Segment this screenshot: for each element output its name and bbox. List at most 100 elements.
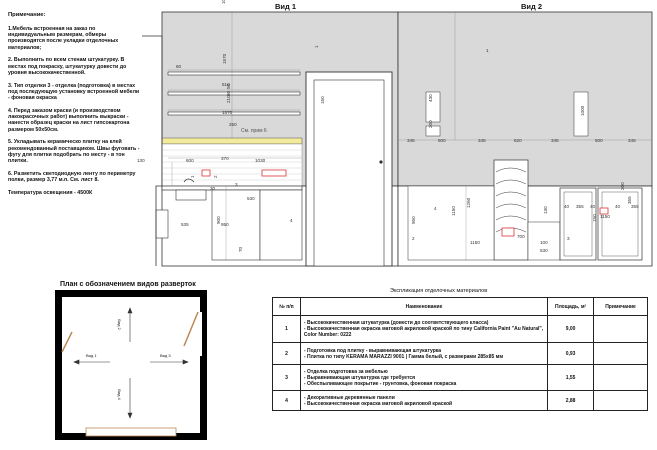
dimension-label: 1570 bbox=[222, 53, 227, 64]
dimension-label: 1 bbox=[190, 175, 195, 178]
col-header: № п/п bbox=[272, 297, 301, 316]
shelf bbox=[167, 91, 301, 96]
cabinet bbox=[211, 189, 261, 261]
dimension-label: 150 bbox=[320, 96, 325, 104]
row-note bbox=[593, 315, 648, 343]
note-item: Температура освещения - 4500К bbox=[8, 189, 93, 196]
dimension-label: 70 bbox=[238, 246, 243, 252]
row-area: 0,93 bbox=[547, 342, 595, 365]
table-row: 1 - Высококачественная штукатурка (довес… bbox=[272, 315, 648, 343]
tall-cabinet bbox=[597, 187, 643, 261]
sink bbox=[175, 189, 207, 201]
faucet bbox=[183, 178, 195, 183]
door-leaf bbox=[313, 79, 385, 267]
dimension-label: 370 bbox=[221, 156, 229, 161]
dimension-label: 530 bbox=[247, 196, 255, 201]
row-area: 1,55 bbox=[547, 364, 595, 391]
col-header: Наименование bbox=[299, 297, 549, 316]
row-name: - Подготовка под плитку - выравнивающая … bbox=[299, 342, 549, 365]
note-item: 1.Мебель встроенная на заказ по индивиду… bbox=[8, 25, 119, 51]
outlet bbox=[501, 227, 515, 237]
plan-view-label: Вид 2 bbox=[116, 319, 122, 330]
tile-backsplash bbox=[161, 143, 303, 187]
dimension-label: 40 bbox=[615, 204, 621, 209]
note-item: 4. Перед заказом краски (и производством… bbox=[8, 107, 130, 133]
row-note bbox=[593, 364, 648, 391]
dimension-label: 2 bbox=[412, 236, 415, 241]
dimension-label: 250 bbox=[229, 122, 237, 127]
dimension-label: 600 bbox=[186, 158, 194, 163]
row-note bbox=[593, 390, 648, 411]
dimension-label: 530 bbox=[540, 248, 548, 253]
note-item: 3. Тип отделки 3 - отделка (подготовка) … bbox=[8, 82, 140, 102]
plan-title: План с обозначением видов разверток bbox=[60, 281, 196, 288]
note-item: 6. Разметить светодиодную ленту по перим… bbox=[8, 170, 136, 184]
dimension-label: 355 bbox=[631, 204, 639, 209]
floor-plan bbox=[55, 290, 207, 440]
dimension-label: 150 bbox=[592, 214, 597, 222]
note-item: 2. Выполнить по всем стенам штукатурку. … bbox=[8, 57, 127, 76]
plan-window bbox=[85, 427, 177, 437]
dimension-label: 1260 bbox=[466, 197, 471, 208]
plan-door bbox=[198, 312, 202, 356]
outlet bbox=[599, 207, 609, 215]
materials-table: № п/п Наименование Площадь, м² Примечани… bbox=[272, 297, 648, 411]
lower-panel bbox=[527, 221, 561, 261]
dimension-label: 355 bbox=[627, 196, 632, 204]
dimension-label: 620 bbox=[514, 138, 522, 143]
cabinet bbox=[259, 189, 303, 261]
door-handle bbox=[379, 160, 383, 164]
elevation-view2 bbox=[397, 11, 653, 267]
dimension-label: 500 bbox=[595, 138, 603, 143]
dimension-label: 4 bbox=[290, 218, 293, 223]
dimension-label: 1150 bbox=[470, 240, 480, 245]
row-name: - Высококачественная штукатурка (довести… bbox=[299, 315, 549, 343]
dimension-label: 345 bbox=[628, 138, 636, 143]
countertop bbox=[161, 185, 303, 191]
notes-block: Примечание: 1.Мебель встроенная на заказ… bbox=[8, 6, 140, 202]
dimension-label: См. прим 6 bbox=[241, 128, 267, 134]
dimension-label: 100 bbox=[540, 240, 548, 245]
dimension-label: 345 bbox=[478, 138, 486, 143]
dimension-label: 1000 bbox=[580, 105, 585, 116]
row-name: - Отделка подготовка за мебелью - Выравн… bbox=[299, 364, 549, 391]
dimension-label: 700 bbox=[517, 234, 525, 239]
row-note bbox=[593, 342, 648, 365]
wall-area bbox=[397, 11, 653, 187]
dimension-label: 210 bbox=[226, 95, 231, 103]
row-number: 4 bbox=[272, 390, 301, 411]
plan-view-label: Вид 1 bbox=[86, 353, 97, 358]
view1-title: Вид 1 bbox=[275, 2, 297, 11]
row-number: 1 bbox=[272, 315, 301, 343]
dimension-label: 1030 bbox=[255, 158, 266, 163]
shelf bbox=[167, 111, 301, 116]
row-area: 2,88 bbox=[547, 390, 595, 411]
elevation-view1 bbox=[142, 11, 399, 267]
dimension-label: 3 bbox=[235, 182, 238, 187]
dimension-label: 1570 bbox=[222, 110, 233, 115]
dimension-label: 30 bbox=[210, 186, 216, 191]
dimension-label: 50 bbox=[226, 83, 231, 89]
plan-view-label: Вид 4 bbox=[116, 389, 122, 400]
row-area: 9,00 bbox=[547, 315, 595, 343]
dimension-label: 200 bbox=[428, 120, 433, 128]
dimension-label: 200 bbox=[620, 182, 625, 190]
col-header: Примечание bbox=[593, 297, 648, 316]
dimension-label: 430 bbox=[428, 94, 433, 102]
open-shelving bbox=[493, 159, 529, 261]
plan-view-label: Вид 3 bbox=[160, 353, 171, 358]
dimension-label: 40 bbox=[564, 204, 570, 209]
tile-band bbox=[161, 137, 303, 145]
dimension-label: 4 bbox=[434, 206, 437, 211]
dimension-label: 355 bbox=[576, 204, 584, 209]
panel bbox=[425, 91, 441, 123]
dimension-label: 100 bbox=[221, 0, 226, 4]
panel bbox=[425, 125, 441, 137]
dimension-label: 950 bbox=[221, 222, 229, 227]
dimension-label: 1 bbox=[486, 48, 489, 53]
dimension-label: 950 bbox=[411, 216, 416, 224]
dimension-label: 40 bbox=[590, 204, 596, 209]
dimension-label: 1150 bbox=[600, 214, 610, 219]
table-title: Экспликация отделочных материалов bbox=[390, 288, 488, 294]
